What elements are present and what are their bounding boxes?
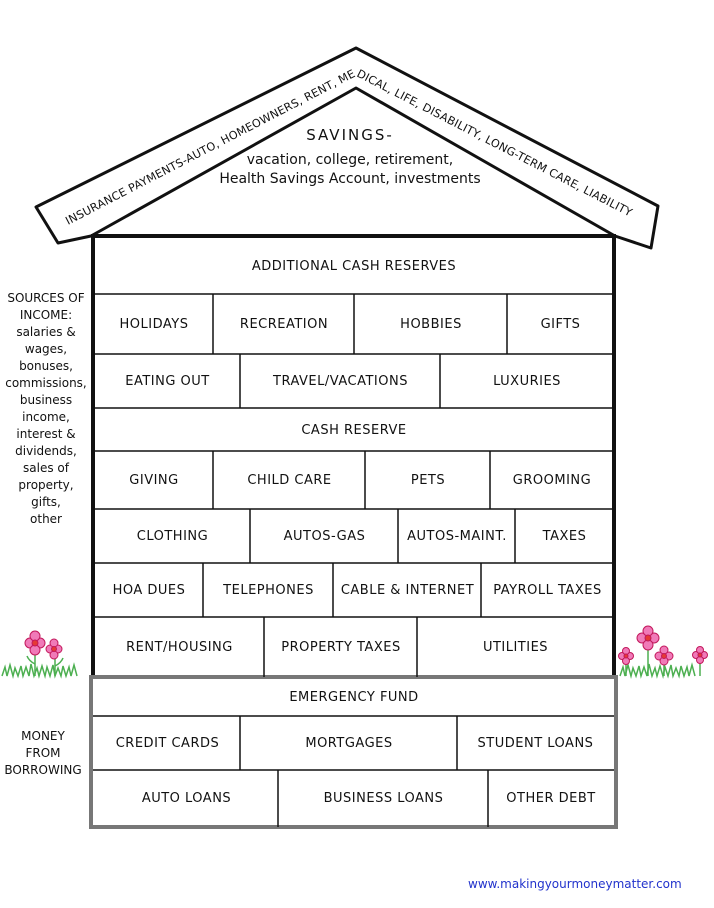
brick-autos-gas: AUTOS-GAS	[283, 529, 366, 544]
brick-business-loans: BUSINESS LOANS	[323, 790, 444, 806]
income-line: business	[19, 393, 73, 407]
brick-student-loans: STUDENT LOANS	[477, 736, 594, 751]
brick-auto-loans: AUTO LOANS	[141, 790, 232, 806]
brick-credit-cards: CREDIT CARDS	[115, 736, 220, 751]
brick-other-debt: OTHER DEBT	[506, 790, 596, 806]
income-line: interest &	[16, 427, 76, 441]
brick-holidays: HOLIDAYS	[119, 317, 189, 332]
brick-taxes: TAXES	[542, 529, 587, 544]
income-line: commissions,	[5, 376, 87, 390]
borrowing-line: MONEY	[21, 729, 65, 743]
brick-child-care: CHILD CARE	[247, 473, 332, 488]
brick-hobbies: HOBBIES	[400, 317, 462, 332]
income-line: sales of	[23, 461, 69, 475]
income-line: wages,	[24, 342, 68, 356]
brick-emergency-fund: EMERGENCY FUND	[289, 690, 419, 705]
income-line: property,	[18, 478, 74, 492]
borrowing-note: MONEY FROM BORROWING	[0, 728, 86, 779]
flowers-right	[618, 625, 708, 666]
brick-eating-out: EATING OUT	[125, 374, 210, 389]
savings-line-2: Health Savings Account, investments	[219, 171, 481, 187]
brick-cable-internet: CABLE & INTERNET	[340, 583, 475, 598]
brick-mortgages: MORTGAGES	[305, 736, 393, 751]
brick-additional-cash-reserves: ADDITIONAL CASH RESERVES	[251, 258, 457, 274]
brick-rent-housing: RENT/HOUSING	[126, 640, 233, 655]
brick-clothing: CLOTHING	[136, 529, 209, 544]
income-line: income,	[22, 410, 70, 424]
savings-line-1: vacation, college, retirement,	[246, 152, 454, 168]
income-sources-note: SOURCES OF INCOME: salaries & wages, bon…	[0, 290, 92, 528]
income-line: other	[30, 512, 62, 526]
brick-cash-reserve: CASH RESERVE	[301, 422, 407, 438]
brick-giving: GIVING	[129, 473, 179, 488]
grass-left	[1, 650, 78, 679]
flowers-left	[24, 630, 63, 660]
brick-luxuries: LUXURIES	[493, 374, 561, 389]
income-line: bonuses,	[19, 359, 73, 373]
borrowing-line: FROM	[25, 746, 61, 760]
brick-travel-vacations: TRAVEL/VACATIONS	[273, 374, 408, 389]
brick-grooming: GROOMING	[512, 473, 592, 488]
brick-recreation: RECREATION	[239, 317, 329, 332]
income-line: SOURCES OF	[7, 291, 85, 305]
brick-telephones: TELEPHONES	[223, 583, 314, 598]
brick-utilities: UTILITIES	[482, 640, 549, 655]
brick-courses	[93, 293, 614, 827]
borrowing-line: BORROWING	[4, 763, 82, 777]
brick-payroll-taxes: PAYROLL TAXES	[493, 583, 602, 598]
income-line: gifts,	[31, 495, 61, 509]
brick-gifts: GIFTS	[540, 317, 581, 332]
savings-title: SAVINGS-	[306, 126, 394, 144]
brick-pets: PETS	[410, 473, 446, 488]
brick-hoa-dues: HOA DUES	[112, 583, 186, 598]
brick-property-taxes: PROPERTY TAXES	[281, 640, 401, 655]
income-line: dividends,	[15, 444, 77, 458]
basement-frame	[89, 675, 618, 829]
website-link[interactable]: www.makingyourmoneymatter.com	[468, 877, 682, 891]
income-line: salaries &	[16, 325, 76, 339]
brick-autos-maint: AUTOS-MAINT.	[407, 529, 507, 544]
income-line: INCOME:	[19, 308, 73, 322]
